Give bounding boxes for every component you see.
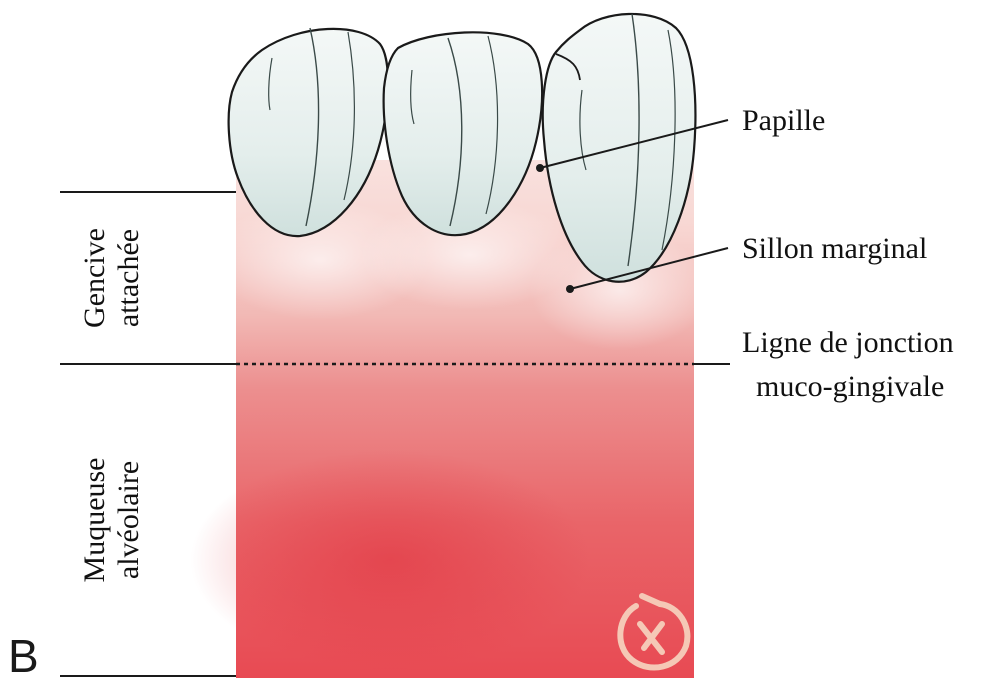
label-sillon-marginal: Sillon marginal bbox=[742, 232, 927, 265]
side-label-gencive: Gencive attachée bbox=[78, 228, 145, 328]
side-label-muqueuse-line1: Muqueuse bbox=[78, 458, 111, 583]
side-label-gencive-line1: Gencive bbox=[78, 228, 111, 328]
label-muco-gingivale: muco-gingivale bbox=[756, 370, 944, 403]
label-ligne-jonction: Ligne de jonction bbox=[742, 326, 954, 359]
mucosa-deep-shade bbox=[190, 450, 590, 670]
sillon-dot bbox=[566, 285, 574, 293]
side-label-muqueuse-line2: alvéolaire bbox=[112, 461, 145, 579]
papille-dot bbox=[536, 164, 544, 172]
panel-letter: B bbox=[8, 630, 39, 680]
side-label-gencive-line2: attachée bbox=[112, 229, 145, 327]
label-papille: Papille bbox=[742, 104, 825, 137]
side-label-muqueuse: Muqueuse alvéolaire bbox=[78, 458, 145, 583]
